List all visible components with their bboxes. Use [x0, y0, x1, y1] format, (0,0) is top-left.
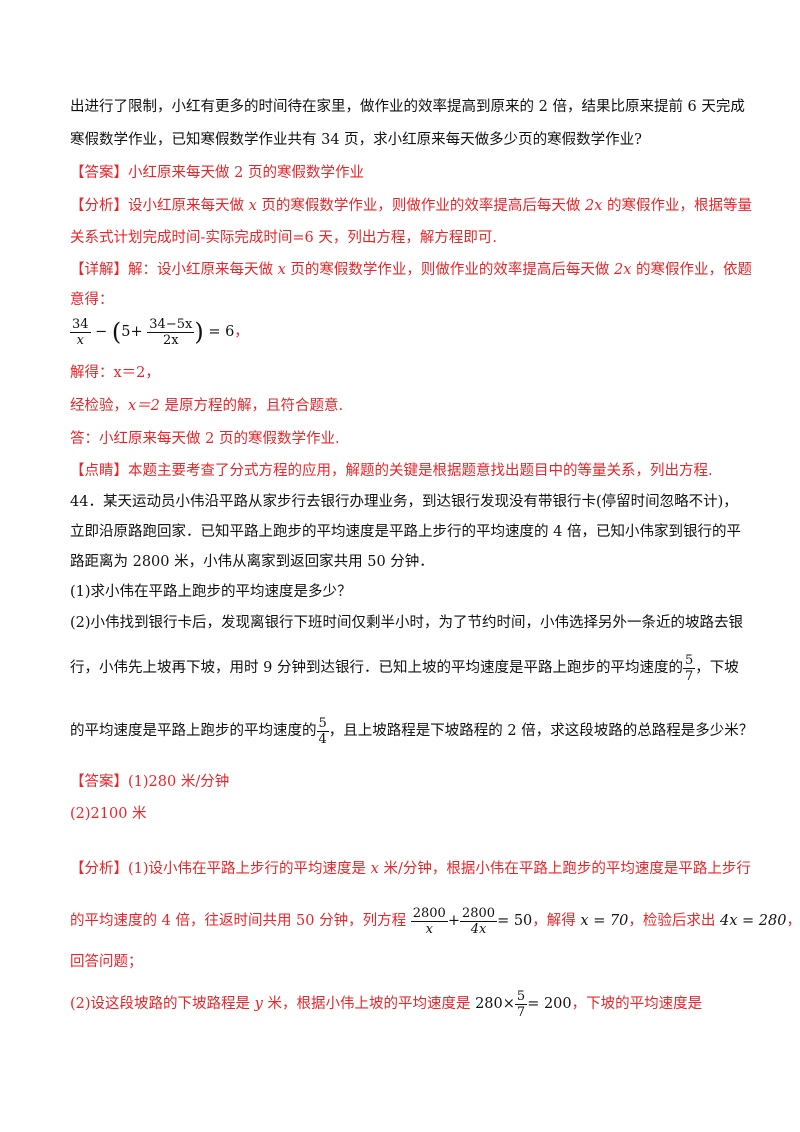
- analysis-text: 米，根据小伟上坡的平均速度是: [262, 996, 471, 1012]
- question-1: (1)求小伟在平路上跑步的平均速度是多少？: [70, 584, 352, 600]
- numerator: 2800: [412, 905, 446, 921]
- problem-44-line-1: 44．某天运动员小伟沿平路从家步行去银行办理业务，到达银行发现没有带银行卡(停留…: [70, 494, 738, 510]
- problem-44-line-2: 立即沿原路跑回家．已知平路上跑步的平均速度是平路上步行的平均速度的 4 倍，已知…: [70, 524, 741, 540]
- problem-44-line-3: 路距离为 2800 米，小伟从离家到返回家共用 50 分钟．: [70, 554, 434, 570]
- denominator: 4: [316, 730, 329, 747]
- detail-43-line-2: 意得：: [70, 292, 114, 308]
- answer-tag: 【答案】: [70, 165, 128, 181]
- analysis-text: 的寒假作业，根据等量: [602, 198, 753, 214]
- solve-line: 解得：x＝2，: [70, 365, 160, 381]
- numerator: 2800: [461, 905, 496, 921]
- analysis-text: 的平均速度的 4 倍，往返时间共用 50 分钟，列方程: [70, 913, 407, 929]
- denominator: 7: [682, 667, 696, 684]
- comment-tag: 【点睛】: [70, 463, 128, 479]
- equals-fifty: = 50: [497, 913, 533, 929]
- analysis-44-line-1: 【分析】(1)设小伟在平路上步行的平均速度是 x 米/分钟，根据小伟在平路上跑步…: [70, 858, 751, 880]
- numerator: 5: [516, 988, 526, 1004]
- numerator: 5: [684, 652, 694, 668]
- left-paren: (: [111, 318, 122, 346]
- analysis-text: ，下坡的平均速度是: [571, 996, 703, 1012]
- answer-text: (1)280 米/分钟: [128, 774, 230, 790]
- analysis-text: 页的寒假数学作业，则做作业的效率提高后每天做: [256, 198, 586, 214]
- problem-43-line-1: 出进行了限制，小红有更多的时间待在家里，做作业的效率提高到原来的 2 倍，结果比…: [70, 99, 745, 115]
- numerator: 34−5x: [149, 316, 193, 332]
- variable-2x: 2x: [585, 198, 603, 214]
- plus-sign: +: [447, 913, 460, 929]
- variable-2x: 2x: [614, 262, 632, 278]
- answer-44-line-1: 【答案】(1)280 米/分钟: [70, 771, 229, 793]
- analysis-44-line-3: 回答问题；: [70, 954, 143, 970]
- answer-44-line-2: (2)2100 米: [70, 806, 147, 822]
- analysis-43-line-2: 关系式计划完成时间-实际完成时间=6 天，列出方程，解方程即可.: [70, 230, 497, 246]
- variable-x: x: [370, 861, 379, 877]
- right-paren: ): [194, 318, 204, 346]
- term: 280×: [475, 996, 515, 1012]
- answer-text: 小红原来每天做 2 页的寒假数学作业: [128, 165, 364, 181]
- answer-tag: 【答案】: [70, 774, 128, 790]
- comment-43: 【点睛】本题主要考查了分式方程的应用，解题的关键是根据题意找出题目中的等量关系，…: [70, 460, 713, 482]
- denominator: x: [410, 920, 448, 937]
- denominator: 7: [514, 1003, 528, 1020]
- numerator: 34: [72, 316, 89, 332]
- question-text: 行，小伟先上坡再下坡，用时 9 分钟到达银行．已知上坡的平均速度是平路上跑步的平…: [70, 660, 683, 676]
- term: 5+: [121, 324, 143, 340]
- final-answer-43: 答：小红原来每天做 2 页的寒假数学作业.: [70, 431, 340, 447]
- denominator: x: [70, 331, 91, 348]
- variable-x: x: [248, 198, 257, 214]
- analysis-43-line-1: 【分析】设小红原来每天做 x 页的寒假数学作业，则做作业的效率提高后每天做 2x…: [70, 195, 752, 217]
- denominator: 2x: [147, 331, 195, 348]
- question-text: 的平均速度是平路上跑步的平均速度的: [70, 723, 317, 739]
- comma: ，: [234, 324, 249, 340]
- question-text: ，且上坡路程是下坡路程的 2 倍，求这段坡路的总路程是多少米？: [328, 723, 754, 739]
- question-2-line-1: (2)小伟找到银行卡后，发现离银行下班时间仅剩半小时，为了节约时间，小伟选择另外…: [70, 615, 744, 631]
- denominator: 4x: [459, 920, 498, 937]
- check-line: 经检验，x＝2 是原方程的解，且符合题意.: [70, 395, 343, 417]
- analysis-text: 米/分钟，根据小伟在平路上跑步的平均速度是平路上步行: [378, 861, 751, 877]
- detail-text: 的寒假作业，依题: [631, 262, 753, 278]
- analysis-tag: 【分析】: [70, 861, 128, 877]
- detail-text: 页的寒假数学作业，则做作业的效率提高后每天做: [285, 262, 615, 278]
- question-2-line-2: 行，小伟先上坡再下坡，用时 9 分钟到达银行．已知上坡的平均速度是平路上跑步的平…: [70, 650, 739, 686]
- analysis-text: ，解得: [532, 913, 576, 929]
- check-value: x＝2: [128, 398, 160, 414]
- equals-six: = 6: [208, 324, 235, 340]
- analysis-text: ，: [786, 913, 800, 929]
- check-text: 经检验，: [70, 398, 128, 414]
- comment-text: 本题主要考查了分式方程的应用，解题的关键是根据题意找出题目中的等量关系，列出方程…: [128, 463, 713, 479]
- solution: x = 70: [580, 913, 629, 929]
- analysis-text: (1)设小伟在平路上步行的平均速度是: [128, 861, 371, 877]
- problem-43-line-2: 寒假数学作业，已知寒假数学作业共有 34 页，求小红原来每天做多少页的寒假数学作…: [70, 132, 642, 148]
- analysis-text: ，检验后求出: [628, 913, 716, 929]
- analysis-text: (2)设这段坡路的下坡路程是: [70, 996, 255, 1012]
- detail-tag: 【详解】: [70, 262, 128, 278]
- detail-text: 解：设小红原来每天做: [128, 262, 278, 278]
- variable-y: y: [254, 996, 263, 1012]
- answer-43: 【答案】小红原来每天做 2 页的寒假数学作业: [70, 162, 364, 184]
- question-text: ，下坡: [695, 660, 739, 676]
- equals-200: = 200: [527, 996, 572, 1012]
- result: 4x = 280: [720, 913, 787, 929]
- minus-sign: −: [95, 324, 108, 340]
- numerator: 5: [318, 715, 327, 731]
- check-text: 是原方程的解，且符合题意.: [159, 398, 344, 414]
- variable-x: x: [277, 262, 286, 278]
- analysis-tag: 【分析】: [70, 198, 128, 214]
- detail-43-line-1: 【详解】解：设小红原来每天做 x 页的寒假数学作业，则做作业的效率提高后每天做 …: [70, 259, 752, 281]
- analysis-text: 设小红原来每天做: [128, 198, 249, 214]
